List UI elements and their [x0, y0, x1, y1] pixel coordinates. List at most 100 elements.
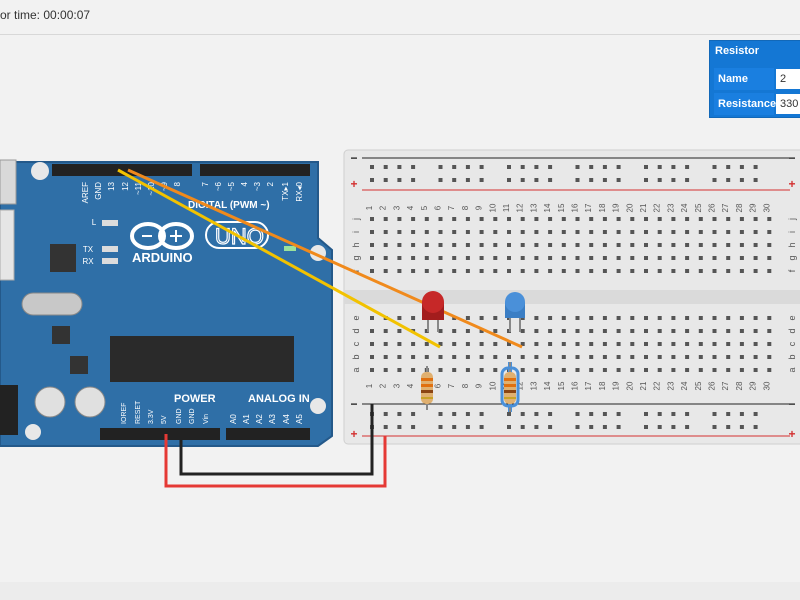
rail-hole[interactable]: [671, 412, 676, 416]
rail-hole[interactable]: [644, 425, 648, 429]
rail-hole[interactable]: [452, 425, 457, 429]
rail-hole[interactable]: [712, 165, 717, 169]
terminal-hole[interactable]: [397, 217, 402, 221]
terminal-hole[interactable]: [465, 368, 470, 372]
terminal-hole[interactable]: [370, 316, 374, 320]
terminal-hole[interactable]: [424, 342, 429, 346]
terminal-hole[interactable]: [616, 355, 621, 359]
terminal-hole[interactable]: [561, 217, 566, 221]
terminal-hole[interactable]: [534, 329, 539, 333]
terminal-hole[interactable]: [465, 269, 470, 273]
terminal-hole[interactable]: [712, 329, 717, 333]
terminal-hole[interactable]: [602, 355, 607, 359]
terminal-hole[interactable]: [424, 230, 429, 234]
terminal-hole[interactable]: [548, 342, 553, 346]
terminal-hole[interactable]: [602, 217, 607, 221]
terminal-hole[interactable]: [616, 243, 621, 247]
terminal-hole[interactable]: [712, 342, 717, 346]
rail-hole[interactable]: [685, 178, 690, 182]
terminal-hole[interactable]: [739, 368, 744, 372]
terminal-hole[interactable]: [671, 269, 676, 273]
rail-hole[interactable]: [753, 165, 758, 169]
rail-hole[interactable]: [479, 178, 484, 182]
terminal-hole[interactable]: [630, 329, 635, 333]
terminal-hole[interactable]: [739, 342, 744, 346]
terminal-hole[interactable]: [726, 316, 731, 320]
terminal-hole[interactable]: [479, 316, 484, 320]
terminal-hole[interactable]: [657, 329, 662, 333]
terminal-hole[interactable]: [561, 368, 566, 372]
terminal-hole[interactable]: [411, 217, 416, 221]
rail-hole[interactable]: [534, 425, 539, 429]
rail-hole[interactable]: [616, 178, 621, 182]
terminal-hole[interactable]: [370, 368, 374, 372]
terminal-hole[interactable]: [698, 217, 703, 221]
terminal-hole[interactable]: [712, 316, 717, 320]
terminal-hole[interactable]: [507, 256, 511, 260]
terminal-hole[interactable]: [493, 316, 498, 320]
rail-hole[interactable]: [397, 425, 402, 429]
terminal-hole[interactable]: [411, 355, 416, 359]
terminal-hole[interactable]: [685, 243, 690, 247]
terminal-hole[interactable]: [370, 342, 374, 346]
rail-hole[interactable]: [479, 165, 484, 169]
terminal-hole[interactable]: [616, 217, 621, 221]
rail-hole[interactable]: [411, 412, 416, 416]
rail-hole[interactable]: [397, 178, 402, 182]
rail-hole[interactable]: [726, 178, 731, 182]
terminal-hole[interactable]: [397, 256, 402, 260]
terminal-hole[interactable]: [479, 368, 484, 372]
rail-hole[interactable]: [465, 165, 470, 169]
terminal-hole[interactable]: [644, 256, 648, 260]
terminal-hole[interactable]: [479, 329, 484, 333]
terminal-hole[interactable]: [753, 230, 758, 234]
terminal-hole[interactable]: [479, 217, 484, 221]
terminal-hole[interactable]: [370, 217, 374, 221]
rail-hole[interactable]: [671, 425, 676, 429]
terminal-hole[interactable]: [739, 243, 744, 247]
led-red[interactable]: [422, 291, 444, 332]
terminal-hole[interactable]: [520, 269, 525, 273]
terminal-hole[interactable]: [767, 342, 772, 346]
terminal-hole[interactable]: [602, 269, 607, 273]
terminal-hole[interactable]: [383, 230, 388, 234]
terminal-hole[interactable]: [630, 355, 635, 359]
terminal-hole[interactable]: [753, 342, 758, 346]
terminal-hole[interactable]: [561, 342, 566, 346]
rail-hole[interactable]: [507, 425, 511, 429]
terminal-hole[interactable]: [616, 368, 621, 372]
terminal-hole[interactable]: [739, 217, 744, 221]
terminal-hole[interactable]: [685, 329, 690, 333]
resistor-1[interactable]: [421, 366, 433, 410]
rail-hole[interactable]: [534, 165, 539, 169]
rail-hole[interactable]: [685, 165, 690, 169]
terminal-hole[interactable]: [712, 230, 717, 234]
terminal-hole[interactable]: [411, 342, 416, 346]
rail-hole[interactable]: [657, 178, 662, 182]
terminal-hole[interactable]: [438, 355, 443, 359]
terminal-hole[interactable]: [465, 355, 470, 359]
terminal-hole[interactable]: [602, 316, 607, 320]
terminal-hole[interactable]: [479, 243, 484, 247]
terminal-hole[interactable]: [534, 256, 539, 260]
terminal-hole[interactable]: [616, 256, 621, 260]
terminal-hole[interactable]: [534, 342, 539, 346]
terminal-hole[interactable]: [479, 230, 484, 234]
terminal-hole[interactable]: [411, 269, 416, 273]
terminal-hole[interactable]: [548, 329, 553, 333]
terminal-hole[interactable]: [589, 329, 594, 333]
terminal-hole[interactable]: [575, 355, 580, 359]
terminal-hole[interactable]: [452, 256, 457, 260]
rail-hole[interactable]: [644, 178, 648, 182]
terminal-hole[interactable]: [698, 316, 703, 320]
terminal-hole[interactable]: [561, 329, 566, 333]
terminal-hole[interactable]: [644, 342, 648, 346]
rail-hole[interactable]: [575, 412, 580, 416]
terminal-hole[interactable]: [753, 217, 758, 221]
rail-hole[interactable]: [602, 165, 607, 169]
terminal-hole[interactable]: [685, 269, 690, 273]
rail-hole[interactable]: [520, 425, 525, 429]
terminal-hole[interactable]: [438, 243, 443, 247]
rail-hole[interactable]: [520, 165, 525, 169]
rail-hole[interactable]: [438, 412, 443, 416]
